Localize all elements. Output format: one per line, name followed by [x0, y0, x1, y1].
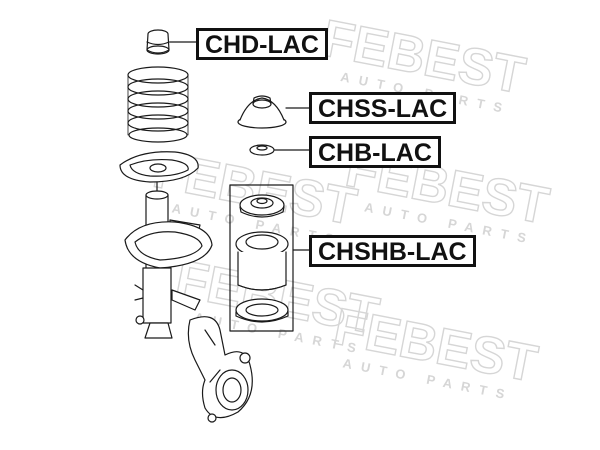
part-label-chshb: CHSHB-LAC — [309, 235, 476, 267]
steering-knuckle — [187, 316, 253, 423]
bump-stop-part — [146, 29, 170, 55]
strut-mount-part — [237, 95, 287, 129]
kit-dust-boot — [235, 231, 289, 291]
kit-mount — [239, 194, 285, 218]
part-label-chss: CHSS-LAC — [309, 92, 457, 124]
bearing-part — [249, 144, 275, 156]
spring-seat-plate — [119, 151, 199, 183]
kit-bracket-box — [229, 184, 294, 332]
part-label-chb: CHB-LAC — [309, 136, 441, 168]
coil-spring — [127, 66, 189, 143]
shock-absorber — [124, 181, 213, 339]
kit-bump-ring — [235, 298, 289, 323]
part-label-chd: CHD-LAC — [196, 28, 328, 60]
